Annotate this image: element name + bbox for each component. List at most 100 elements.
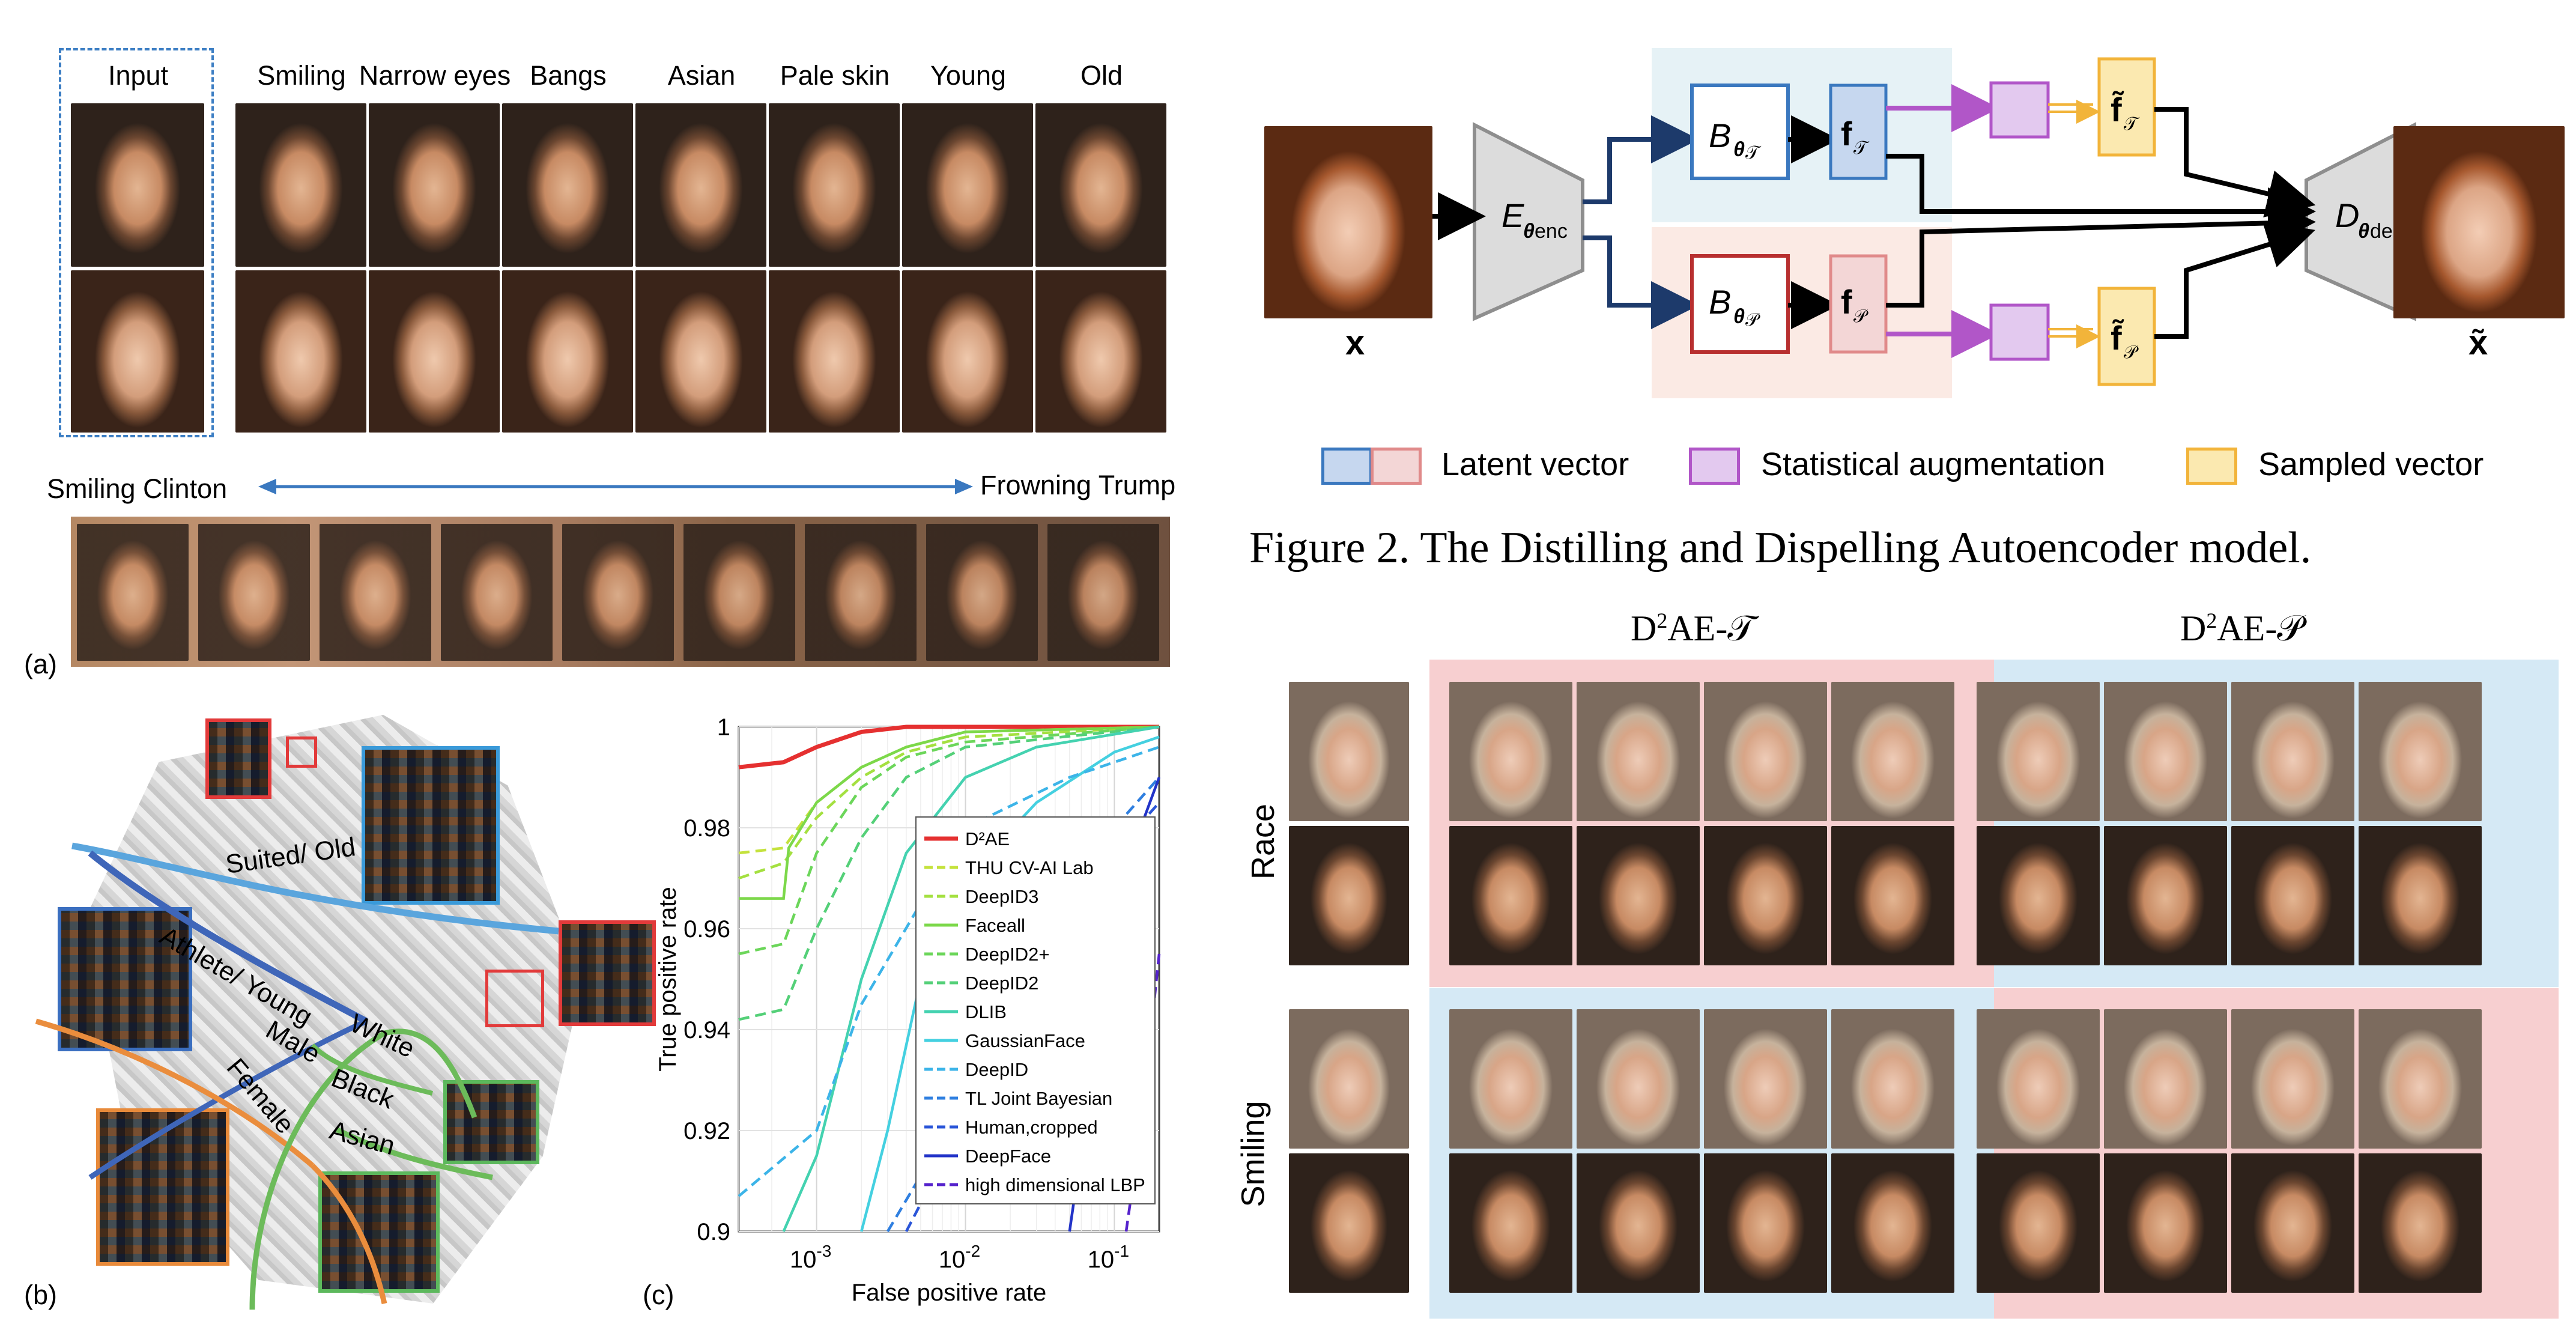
feat-t-sub: 𝒯: [1853, 138, 1870, 158]
aug-t-block: [1989, 81, 2050, 139]
column-header-t: D2AE-𝒯: [1631, 608, 1755, 649]
morph-face-8: [1047, 524, 1159, 661]
input-label: Input: [108, 60, 169, 91]
cluster-black: [443, 1080, 539, 1164]
result-face-1-0-3: [1831, 1009, 1954, 1149]
result-face-1-0-2: [1704, 1009, 1827, 1149]
sampled-p-vector: [2097, 287, 2156, 386]
result-face-1-0-1: [1577, 1009, 1700, 1149]
attribute-face-1-1: [369, 270, 500, 433]
legend-label-1: THU CV-AI Lab: [965, 857, 1094, 878]
result-face-1-1-1: [1577, 1153, 1700, 1293]
result-face-0-0-7: [2359, 682, 2482, 821]
column-p-d: D: [2180, 609, 2207, 648]
column-p-rest: AE-𝒫: [2217, 609, 2303, 648]
result-face-0-0-5: [2104, 682, 2227, 821]
legend-latent-red-swatch: [1371, 448, 1422, 485]
branch-t-block: [1690, 84, 1790, 180]
latent-p-vector: [1829, 254, 1888, 354]
feat-t-label: f: [1841, 115, 1852, 153]
legend-label-4: DeepID2+: [965, 944, 1049, 965]
result-face-0-1-6: [2231, 826, 2354, 965]
morph-face-5: [683, 524, 795, 661]
branch-p-label: B: [1709, 283, 1731, 321]
result-face-0-1-7: [2359, 826, 2482, 965]
morph-face-0: [77, 524, 189, 661]
branch-p-block: [1690, 254, 1790, 354]
morph-face-4: [562, 524, 674, 661]
y-tick-label-4: 0.98: [683, 815, 730, 842]
y-tick-label-2: 0.94: [683, 1017, 730, 1043]
attribute-face-6-0: [1035, 103, 1166, 267]
legend-latent-label: Latent vector: [1441, 446, 1629, 482]
input-highlight-box: [59, 48, 214, 437]
encoder-sub: θ: [1523, 220, 1535, 243]
samp-t-sub: 𝒯: [2124, 114, 2140, 134]
attribute-face-4-0: [769, 103, 900, 267]
legend-label-11: DeepFace: [965, 1146, 1051, 1167]
attribute-face-4-1: [769, 270, 900, 433]
samp-p-sub: 𝒫: [2124, 342, 2139, 362]
diagram-output-face: [2393, 126, 2565, 318]
result-face-0-0-4: [1977, 682, 2100, 821]
attribute-label-5: Young: [930, 60, 1006, 91]
legend-latent-blue-swatch: [1321, 448, 1372, 485]
morph-face-3: [441, 524, 553, 661]
roc-series-4: [738, 725, 1160, 956]
input-face-male: [71, 103, 204, 267]
legend-sampled-label: Sampled vector: [2258, 446, 2484, 482]
attribute-face-6-1: [1035, 270, 1166, 433]
attribute-label-2: Bangs: [530, 60, 607, 91]
branch-t-sub2: 𝒯: [1745, 143, 1762, 163]
attribute-face-3-1: [635, 270, 766, 433]
result-face-1-1-0: [1449, 1153, 1572, 1293]
morph-face-6: [805, 524, 917, 661]
morph-face-7: [926, 524, 1038, 661]
result-face-0-0-0: [1449, 682, 1572, 821]
y-tick-label-1: 0.92: [683, 1118, 730, 1144]
roc-series-5: [738, 725, 1160, 1021]
result-face-0-1-4: [1977, 826, 2100, 965]
samp-p-label: f̃: [2111, 318, 2124, 357]
reference-face-1-0: [1289, 1009, 1409, 1149]
sampled-t-vector: [2097, 57, 2156, 157]
decoder-sub: θ: [2358, 220, 2369, 243]
cluster-female: [96, 1108, 229, 1266]
morph-right-label: Frowning Trump: [980, 470, 1176, 500]
morph-face-1: [198, 524, 310, 661]
x-tick-label-1: 10-2: [939, 1242, 980, 1273]
roc-series-2: [738, 725, 1160, 880]
zoom-box-right: [485, 970, 544, 1027]
roc-series-0: [738, 724, 1159, 770]
attribute-face-0-0: [235, 103, 366, 267]
cluster-asian: [318, 1171, 440, 1293]
attribute-label-4: Pale skin: [780, 60, 890, 91]
result-face-1-1-6: [2231, 1153, 2354, 1293]
result-face-1-0-5: [2104, 1009, 2227, 1149]
branch-p-sub2: 𝒫: [1745, 310, 1760, 330]
legend-label-9: TL Joint Bayesian: [965, 1088, 1112, 1109]
morph-face-2: [320, 524, 431, 661]
result-face-1-1-7: [2359, 1153, 2482, 1293]
cluster-top-red: [205, 718, 271, 799]
input-x-label: x: [1345, 323, 1365, 362]
result-face-0-1-1: [1577, 826, 1700, 965]
result-face-1-1-3: [1831, 1153, 1954, 1293]
branch-t-label: B: [1709, 117, 1731, 154]
x-tick-label-0: 10-3: [790, 1242, 831, 1273]
decoder-label: D: [2335, 196, 2359, 234]
attribute-face-1-0: [369, 103, 500, 267]
result-face-1-1-5: [2104, 1153, 2227, 1293]
cluster-suited-old: [362, 746, 500, 905]
autoencoder-diagram: E θ enc D θ dec B θ 𝒯 B θ 𝒫 f 𝒯 f 𝒫 f̃ 𝒯…: [1345, 48, 2488, 398]
legend-label-10: Human,cropped: [965, 1117, 1098, 1138]
reference-face-1-1: [1289, 1153, 1409, 1293]
result-face-0-1-3: [1831, 826, 1954, 965]
samp-t-label: f̃: [2111, 90, 2124, 129]
encoder-sub2: enc: [1535, 220, 1568, 243]
cluster-right-red: [559, 920, 656, 1026]
encoder-label: E: [1502, 196, 1524, 234]
result-face-1-1-4: [1977, 1153, 2100, 1293]
column-t-rest: AE-𝒯: [1667, 609, 1756, 648]
